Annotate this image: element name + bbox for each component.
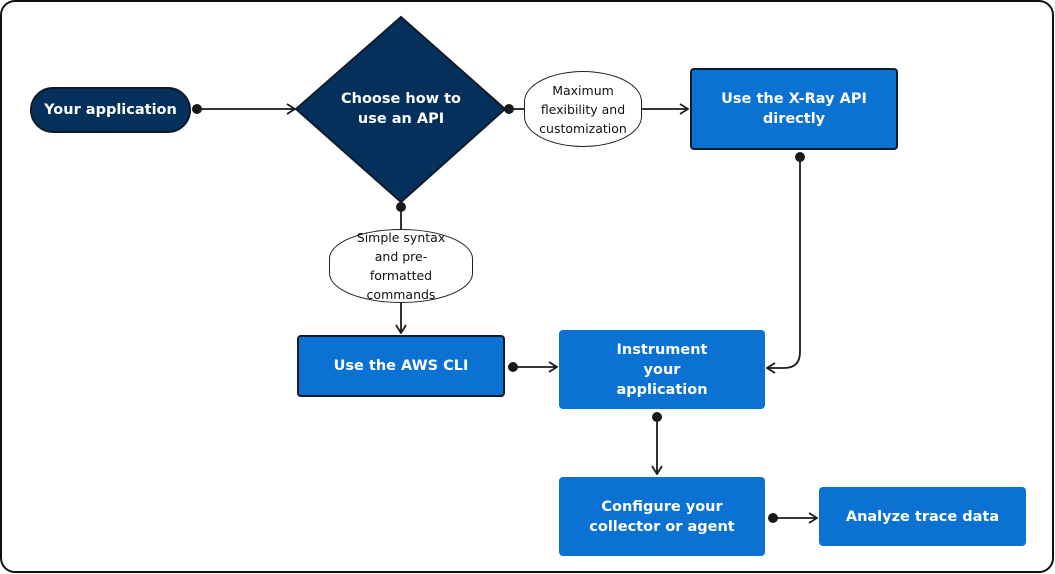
node-label: Use the AWS CLI [333, 358, 469, 374]
edge-label-text: Maximum flexibility and customization [539, 82, 627, 136]
node-configure: Configure your collector or agent [559, 477, 765, 556]
node-label: Use the X-Ray API directly [721, 91, 867, 127]
node-analyze: Analyze trace data [819, 487, 1026, 546]
node-label: Analyze trace data [845, 508, 1000, 525]
node-label: Instrument your application [616, 341, 708, 398]
node-instrument: Instrument your application [559, 330, 765, 409]
node-aws-cli: Use the AWS CLI [297, 335, 505, 397]
connector-dot [795, 152, 805, 162]
connector-dot [508, 362, 518, 372]
edge-label-flexibility: Maximum flexibility and customization [524, 71, 642, 147]
connector-dot [504, 104, 514, 114]
connector-dot [396, 202, 406, 212]
node-your-application: Your application [30, 87, 191, 133]
node-label: Configure your collector or agent [589, 498, 735, 535]
node-xray-api: Use the X-Ray API directly [690, 68, 898, 150]
edge-label-text: Simple syntax and pre-formatted commands [356, 230, 446, 302]
edge-label-simple: Simple syntax and pre-formatted commands [329, 229, 473, 303]
connector-dot [768, 513, 778, 523]
edge-xray-instrument [767, 157, 801, 368]
connector-dot [652, 412, 662, 422]
connector-dot [192, 104, 202, 114]
node-label: Your application [44, 102, 177, 118]
node-choose-api-label: Choose how to use an API [340, 91, 462, 127]
